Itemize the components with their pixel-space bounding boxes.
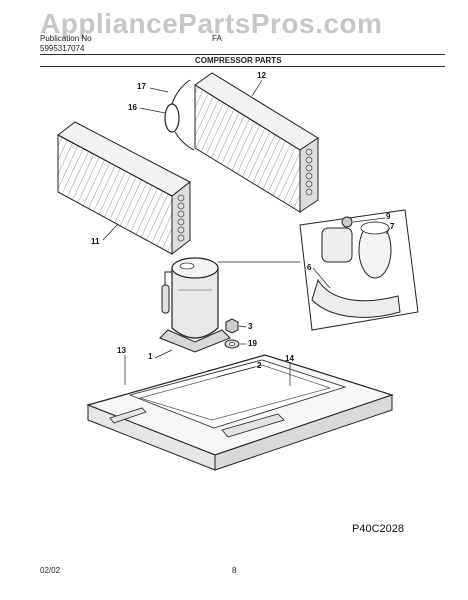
- right-evaporator-coil: [194, 72, 319, 213]
- terminal-cover-inset: [218, 209, 419, 331]
- callout-12: 12: [257, 71, 266, 80]
- callout-7: 7: [390, 222, 395, 231]
- section-title: COMPRESSOR PARTS: [195, 56, 282, 65]
- footer-date: 02/02: [40, 566, 61, 575]
- callout-11: 11: [91, 237, 100, 246]
- callout-3: 3: [248, 322, 253, 331]
- watermark-logo: AppliancePartsPros.com: [40, 8, 383, 39]
- publication-number: 5995317074: [40, 44, 85, 53]
- callout-6: 6: [307, 263, 312, 272]
- left-condenser-coil: [57, 121, 191, 256]
- callout-13: 13: [117, 346, 126, 355]
- callout-16: 16: [128, 103, 137, 112]
- header-rule-top: [40, 54, 445, 55]
- drawing-code: P40C2028: [352, 523, 404, 535]
- base-pan: [86, 354, 394, 471]
- callout-9: 9: [386, 212, 391, 221]
- callout-leader-lines: [102, 79, 391, 386]
- header-rule-bottom: [40, 66, 445, 67]
- compressor: [159, 257, 231, 353]
- callout-1: 1: [148, 352, 153, 361]
- publication-label: Publication No: [40, 34, 92, 43]
- callout-17: 17: [137, 82, 146, 91]
- callout-2: 2: [257, 361, 262, 370]
- callout-14: 14: [285, 354, 294, 363]
- capillary-tube: [164, 79, 195, 151]
- footer-page-number: 8: [232, 566, 237, 575]
- model-prefix: FA: [212, 34, 222, 43]
- callout-19: 19: [248, 339, 257, 348]
